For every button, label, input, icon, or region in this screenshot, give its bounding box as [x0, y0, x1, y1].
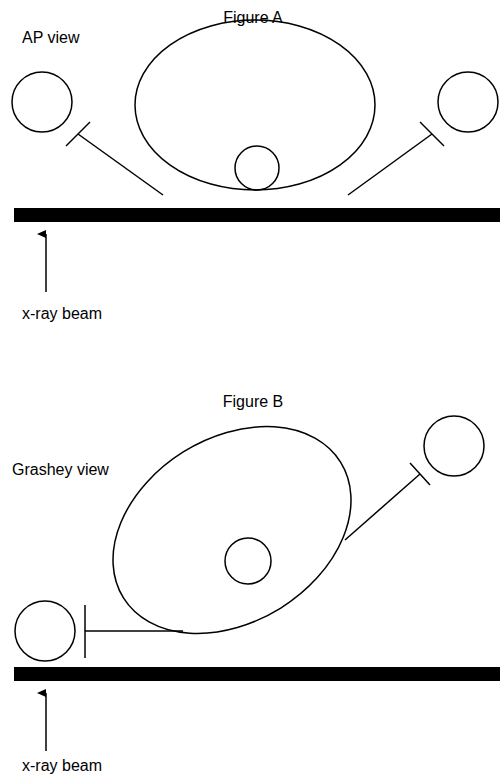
beam-arrow: [45, 234, 47, 292]
detector-plate: [14, 667, 500, 681]
tube-left: [12, 72, 72, 132]
view-name: Grashey view: [12, 460, 109, 479]
beam-arrow: [45, 693, 47, 751]
arm-right: [345, 474, 420, 540]
humeral-head: [235, 146, 279, 190]
beam-label: x-ray beam: [22, 304, 102, 323]
body-outline: [135, 20, 375, 190]
tube-right: [438, 72, 498, 132]
body-outline: [75, 384, 390, 676]
beam-label: x-ray beam: [22, 756, 102, 775]
arm-left: [85, 630, 183, 632]
detector-plate: [14, 208, 500, 222]
figure-title: Figure A: [223, 8, 283, 27]
humeral-head: [225, 538, 271, 584]
tube-right: [424, 416, 484, 476]
tube-left: [15, 601, 75, 661]
view-name: AP view: [22, 28, 80, 47]
arm-right: [348, 134, 432, 195]
arm-left: [78, 134, 163, 195]
figure-title: Figure B: [223, 392, 283, 411]
